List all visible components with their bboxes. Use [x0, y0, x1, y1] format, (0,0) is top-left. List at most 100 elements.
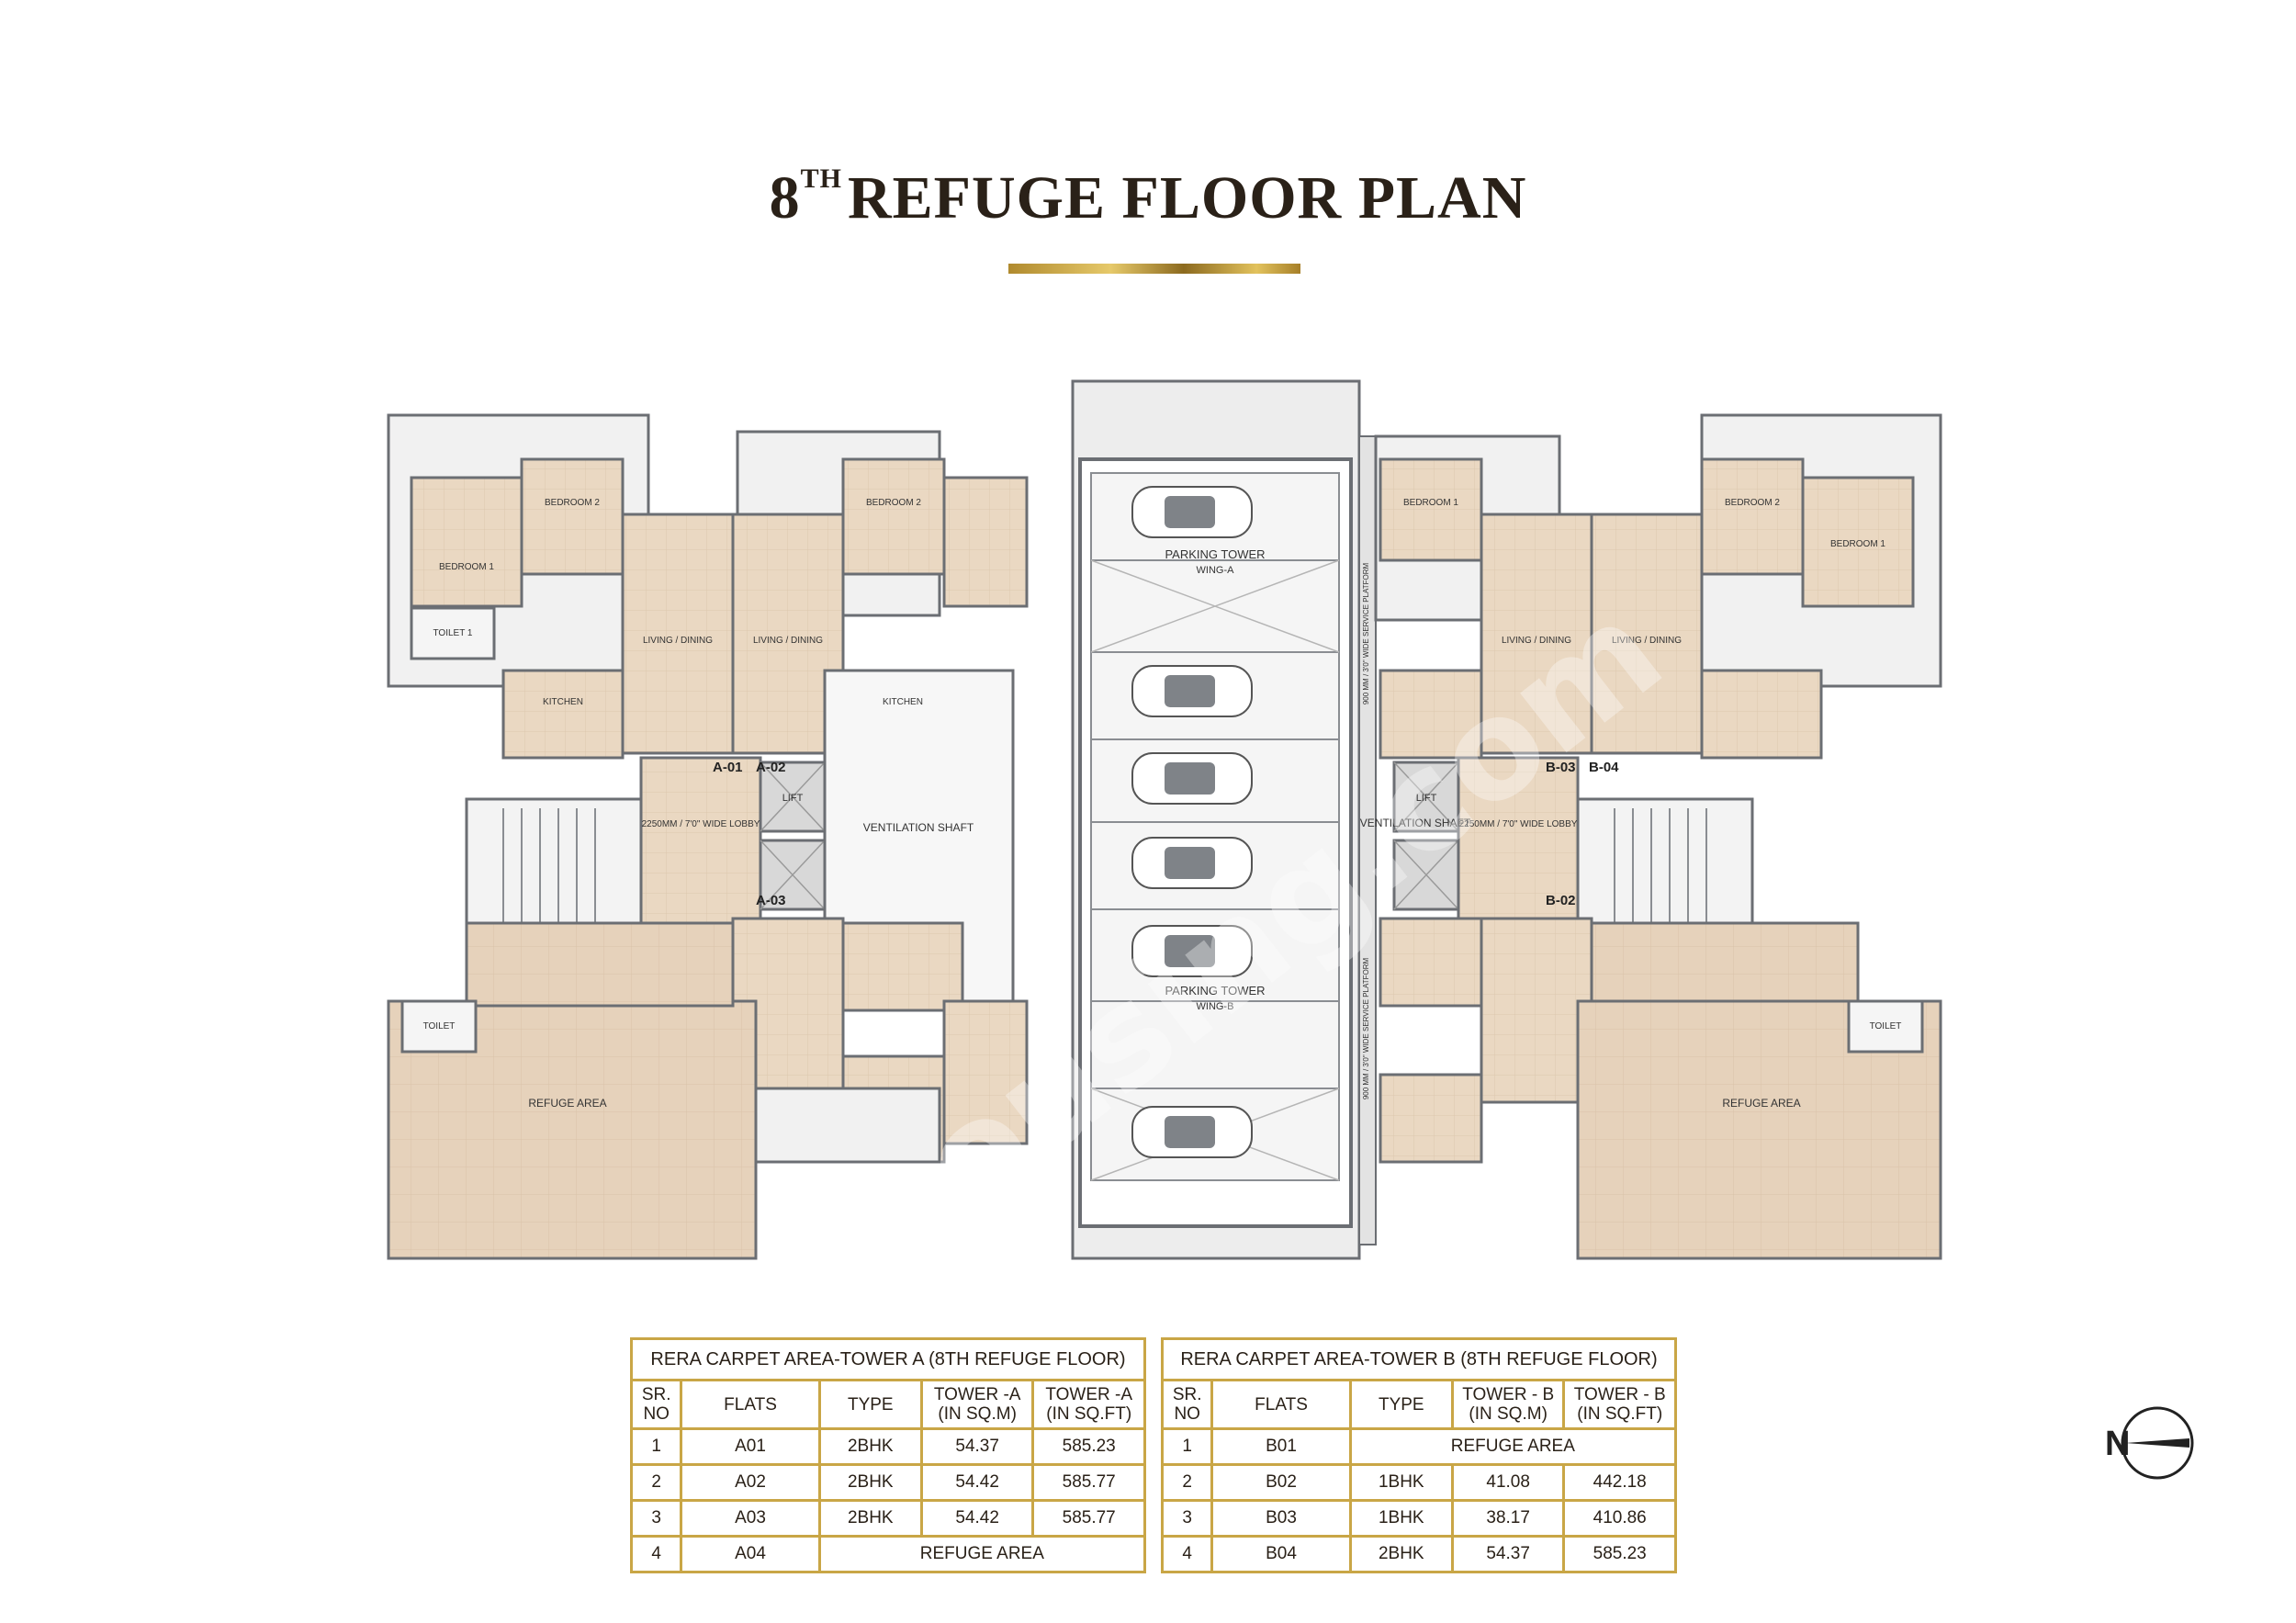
bedroom-a02-1	[841, 457, 946, 576]
room-label: LIVING / DINING	[753, 636, 823, 646]
bedroom-b02	[1379, 1073, 1483, 1164]
toilet-refuge-b	[1847, 999, 1924, 1054]
room-label: BEDROOM 1	[439, 562, 494, 572]
lobby-a-label: 2250MM / 7'0" WIDE LOBBY	[642, 819, 760, 829]
table-cell: 410.86	[1562, 1499, 1677, 1538]
flat-tag-a03: A-03	[756, 893, 786, 908]
table-caption: RERA CARPET AREA-TOWER A (8TH REFUGE FLO…	[630, 1337, 1146, 1381]
kitchen-b02	[1379, 917, 1483, 1008]
lobby-a	[639, 756, 762, 943]
room-label: LIVING / DINING	[1612, 636, 1682, 646]
parking-tower: PARKING TOWER WING-A PARKING TOWER WING-…	[1071, 379, 1377, 1260]
table-cell: 585.77	[1031, 1499, 1146, 1538]
kitchen-a01	[501, 669, 625, 760]
table-cell: 3	[629, 1499, 683, 1538]
refuge-area-b-label: REFUGE AREA	[1722, 1097, 1800, 1110]
column-header: TOWER -A (IN SQ.FT)	[1031, 1379, 1146, 1430]
room-label: BEDROOM 1	[1830, 539, 1885, 549]
room-label: KITCHEN	[543, 697, 583, 707]
bedroom-a01-1	[410, 476, 523, 608]
table-cell: 2	[629, 1463, 683, 1502]
lift-label: LIFT	[782, 793, 804, 804]
staircase-a	[465, 797, 643, 943]
lift-label: LIFT	[1416, 793, 1437, 804]
service-platform-label: 900 MM / 3'0" WIDE SERVICE PLATFORM	[1362, 958, 1370, 1100]
title-number: 8	[769, 164, 801, 231]
bedroom-b04-2	[1700, 457, 1805, 576]
flat-tag-b04: B-04	[1589, 760, 1619, 775]
refuge-area-a-label: REFUGE AREA	[528, 1097, 606, 1110]
table-cell: 1BHK	[1348, 1463, 1454, 1502]
ventilation-shaft-b-label: VENTILATION SHAFT	[1360, 817, 1471, 829]
flat-tag-a02: A-02	[756, 760, 786, 775]
table-cell: A02	[680, 1463, 821, 1502]
table-cell: 54.37	[1450, 1535, 1566, 1573]
table-cell: 1BHK	[1348, 1499, 1454, 1538]
table-cell: 585.23	[1031, 1427, 1146, 1466]
table-cell: 54.37	[919, 1427, 1035, 1466]
room-label: TOILET 1	[433, 628, 473, 638]
table-caption: RERA CARPET AREA-TOWER B (8TH REFUGE FLO…	[1161, 1337, 1677, 1381]
table-cell: B04	[1210, 1535, 1352, 1573]
column-header: TYPE	[1348, 1379, 1454, 1430]
column-header: TYPE	[817, 1379, 923, 1430]
living-a01	[621, 513, 735, 755]
table-cell: B01	[1210, 1427, 1352, 1466]
table-cell: 2BHK	[1348, 1535, 1454, 1573]
column-header: TOWER -A (IN SQ.M)	[919, 1379, 1035, 1430]
parking-tower-b-label: PARKING TOWER	[1165, 984, 1265, 997]
living-b04	[1590, 513, 1704, 755]
bedroom-a02-2	[942, 476, 1029, 608]
table-cell: B03	[1210, 1499, 1352, 1538]
floor-plan: PARKING TOWER WING-A PARKING TOWER WING-…	[387, 379, 1942, 1260]
table-cell: 1	[1160, 1427, 1214, 1466]
table-cell: REFUGE AREA	[1348, 1427, 1678, 1466]
table-cell: 2BHK	[817, 1463, 923, 1502]
column-header: FLATS	[680, 1379, 821, 1430]
living-b02	[1480, 917, 1593, 1104]
table-cell: REFUGE AREA	[817, 1535, 1147, 1573]
service-platform-label: 900 MM / 3'0" WIDE SERVICE PLATFORM	[1362, 563, 1370, 705]
title-text: REFUGE FLOOR PLAN	[848, 164, 1527, 231]
tower-b-wing	[1374, 413, 1942, 1260]
table-cell: 585.23	[1562, 1535, 1677, 1573]
flat-tag-b02: B-02	[1546, 893, 1576, 908]
table-cell: 54.42	[919, 1499, 1035, 1538]
table-cell: 2BHK	[817, 1427, 923, 1466]
title-superscript: TH	[800, 163, 842, 194]
room-label: BEDROOM 2	[1725, 498, 1780, 508]
room-label: TOILET	[423, 1021, 456, 1031]
parking-tower-b-sublabel: WING-B	[1197, 1001, 1234, 1012]
table-cell: 38.17	[1450, 1499, 1566, 1538]
parking-tower-a-sublabel: WING-A	[1197, 565, 1235, 576]
toilet-a01	[410, 606, 496, 660]
bedroom-b04-1	[1801, 476, 1915, 608]
table-cell: B02	[1210, 1463, 1352, 1502]
table-cell: A04	[680, 1535, 821, 1573]
room-label: BEDROOM 2	[866, 498, 921, 508]
table-cell: 442.18	[1562, 1463, 1677, 1502]
rera-table-tower-a: RERA CARPET AREA-TOWER A (8TH REFUGE FLO…	[629, 1337, 1147, 1573]
service-platform	[1358, 435, 1377, 1245]
flat-tag-a01: A-01	[713, 760, 743, 775]
bedroom-b03	[1379, 457, 1483, 562]
north-compass-icon: N	[2105, 1406, 2194, 1480]
table-cell: 54.42	[919, 1463, 1035, 1502]
flat-tag-b03: B-03	[1546, 760, 1576, 775]
staircase-b	[1576, 797, 1754, 943]
column-header: TOWER - B (IN SQ.FT)	[1562, 1379, 1677, 1430]
ventilation-shaft-a-label: VENTILATION SHAFT	[863, 821, 974, 834]
compass-north-label: N	[2105, 1425, 2130, 1463]
room-label: LIVING / DINING	[643, 636, 713, 646]
parking-tower-a-label: PARKING TOWER	[1165, 547, 1265, 561]
lobby-b-label: 2250MM / 7'0" WIDE LOBBY	[1459, 819, 1578, 829]
bedroom-a01-2	[520, 457, 625, 576]
table-cell: A03	[680, 1499, 821, 1538]
table-cell: 3	[1160, 1499, 1214, 1538]
gold-divider	[1008, 264, 1300, 274]
